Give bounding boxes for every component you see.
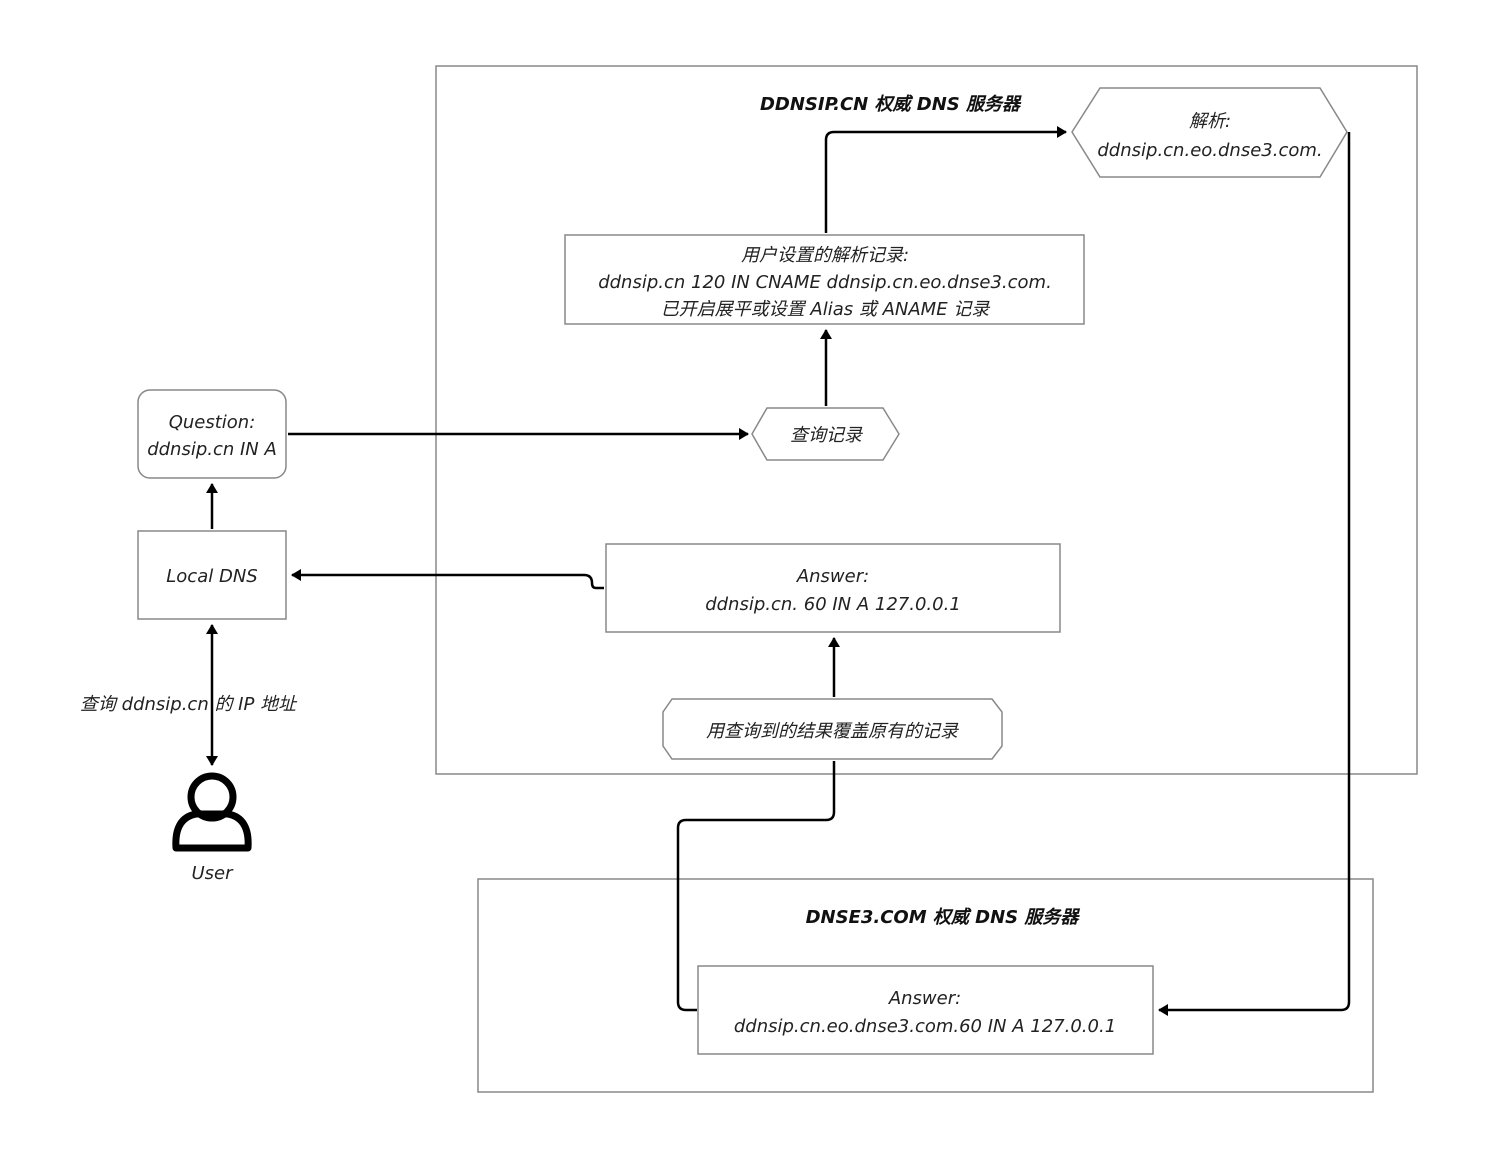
user-record-box	[564, 234, 1085, 325]
resolve-node	[1071, 87, 1348, 178]
user-icon	[172, 772, 252, 852]
ddnsip-server-container	[435, 65, 1418, 775]
answer-ddnsip-box	[605, 543, 1061, 633]
user-record-title: 用户设置的解析记录:	[741, 245, 909, 266]
user-record-note: 已开启展平或设置 Alias 或 ANAME 记录	[661, 299, 991, 320]
resolve-target: ddnsip.cn.eo.dnse3.com.	[1097, 140, 1322, 161]
arrow-resolve-dnse3	[1158, 132, 1351, 1016]
local-dns-label: Local DNS	[166, 566, 257, 587]
question-label: Question:	[169, 412, 256, 433]
local-dns-box	[137, 530, 287, 620]
resolve-label: 解析:	[1189, 111, 1231, 132]
dnse3-server-container	[477, 878, 1374, 1093]
arrow-answer-localdns	[291, 569, 604, 590]
overwrite-label: 用查询到的结果覆盖原有的记录	[706, 721, 959, 742]
answer-ddnsip-record: ddnsip.cn. 60 IN A 127.0.0.1	[705, 594, 961, 615]
answer-dnse3-box	[697, 965, 1154, 1055]
arrow-dnse3-overwrite	[676, 761, 836, 1012]
query-record-node	[751, 407, 900, 461]
question-query: ddnsip.cn IN A	[147, 439, 277, 460]
answer-ddnsip-label: Answer:	[796, 566, 869, 587]
answer-dnse3-record: ddnsip.cn.eo.dnse3.com.60 IN A 127.0.0.1	[734, 1016, 1116, 1037]
ddnsip-server-title: DDNSIP.CN 权威 DNS 服务器	[760, 94, 1022, 115]
answer-dnse3-label: Answer:	[888, 988, 961, 1009]
question-box	[137, 389, 287, 479]
arrow-userrecord-resolve	[824, 126, 1067, 233]
query-record-label: 查询记录	[790, 425, 863, 446]
user-label: User	[191, 863, 234, 884]
user-query-label: 查询 ddnsip.cn 的 IP 地址	[80, 694, 298, 715]
user-query-bg	[76, 690, 302, 716]
user-record-cname: ddnsip.cn 120 IN CNAME ddnsip.cn.eo.dnse…	[598, 272, 1052, 293]
overwrite-node	[662, 698, 1003, 760]
dnse3-server-title: DNSE3.COM 权威 DNS 服务器	[806, 907, 1081, 928]
